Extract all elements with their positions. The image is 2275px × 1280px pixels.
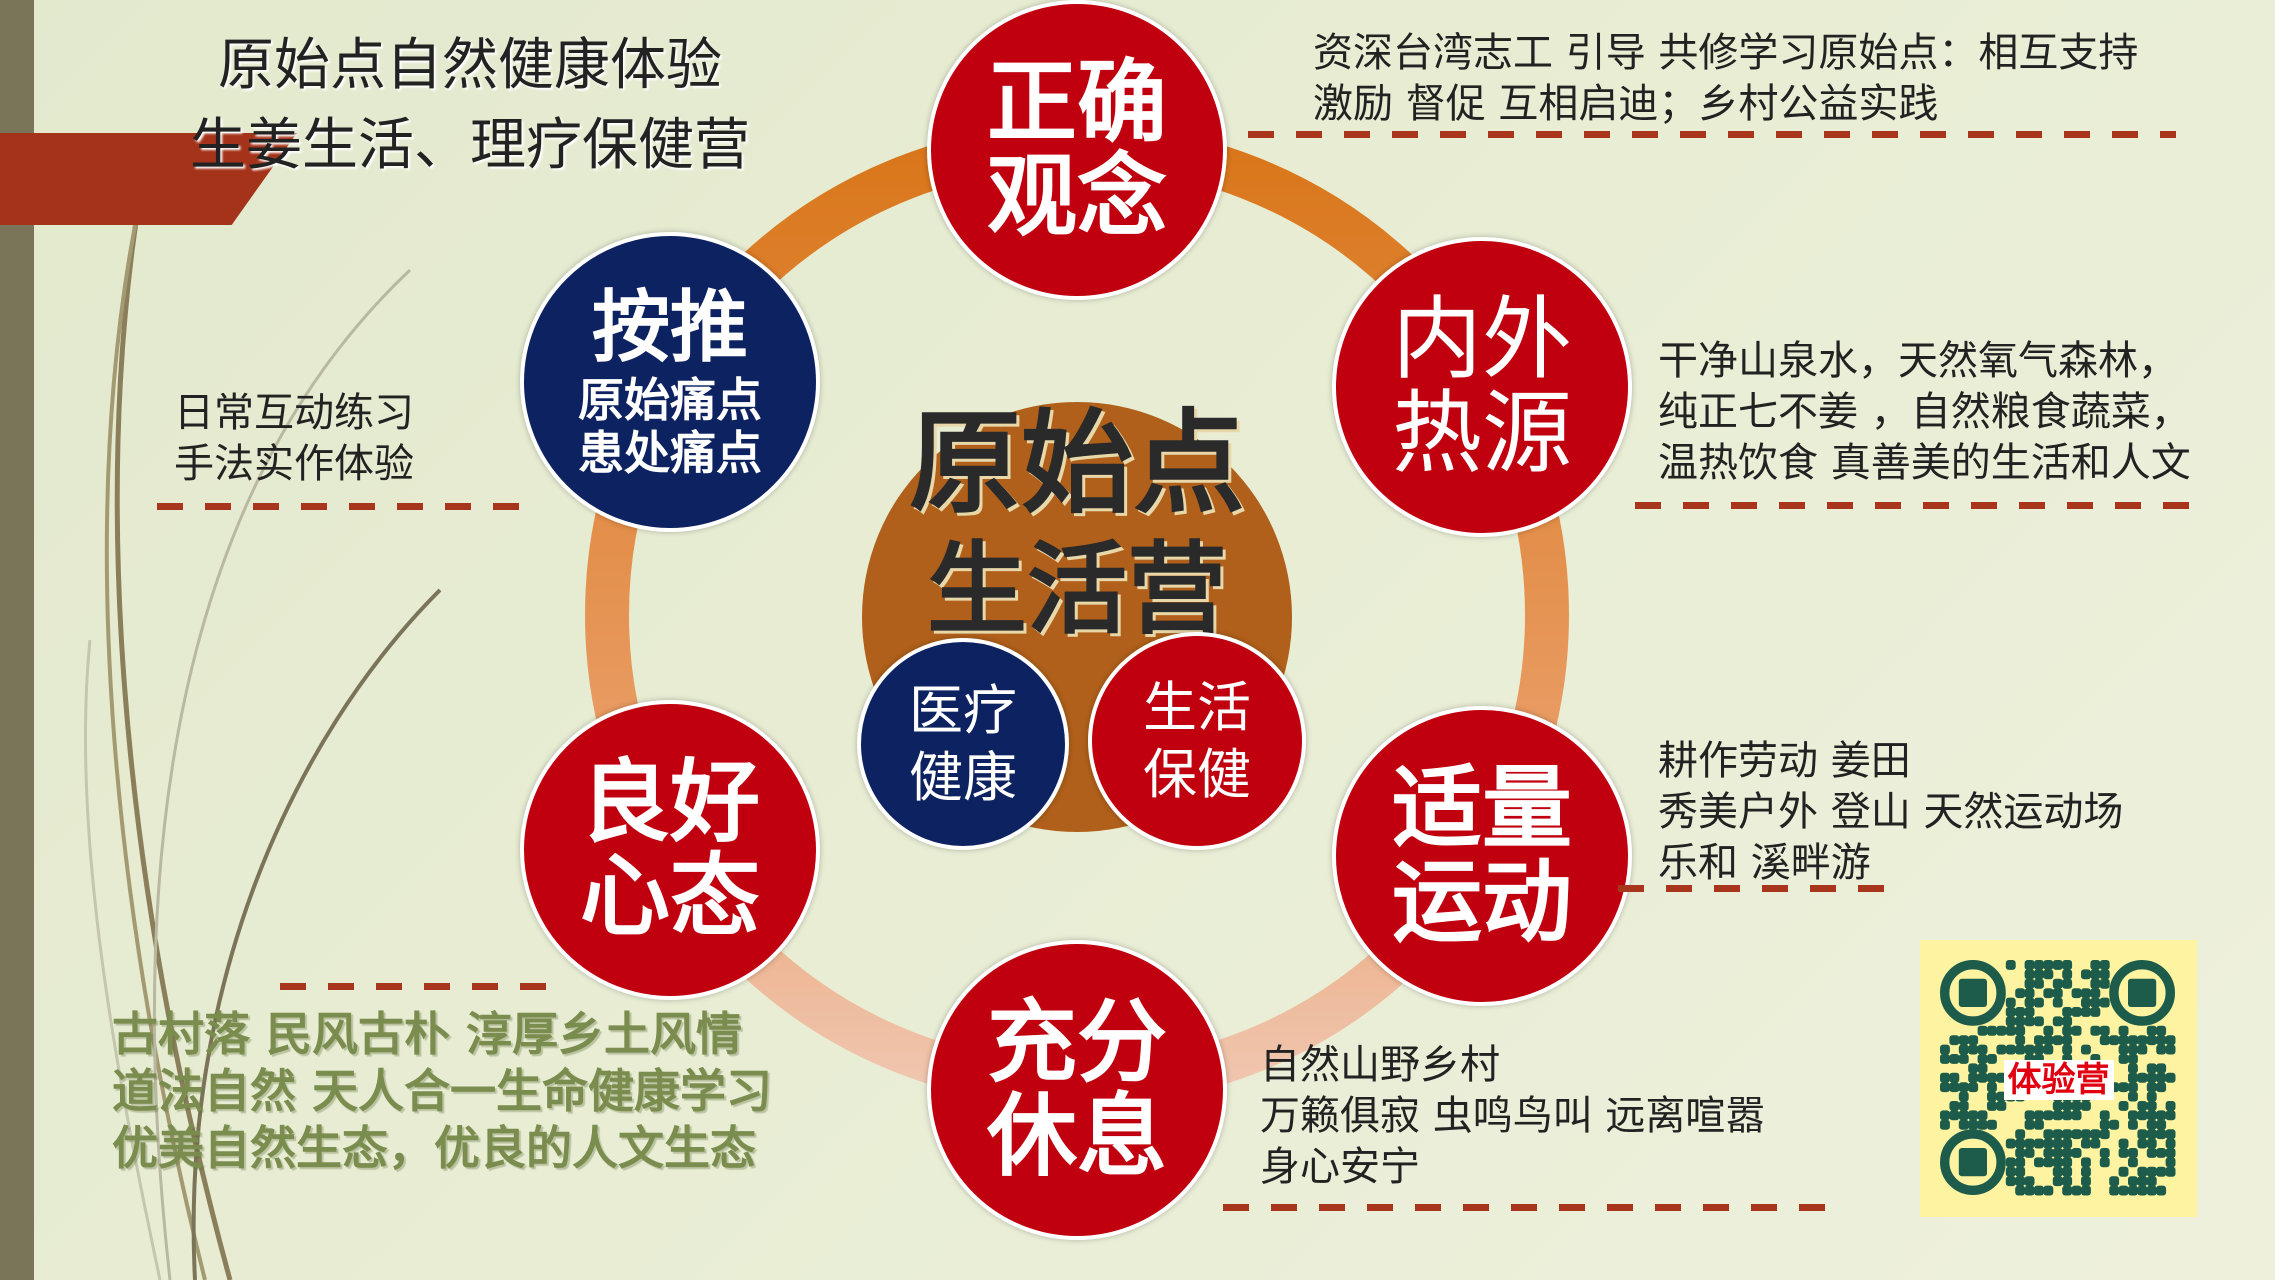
divider	[280, 983, 560, 990]
desc-line: 自然山野乡村	[1260, 1042, 1500, 1088]
divider	[1223, 1204, 1831, 1211]
node-adequate-rest: 充分休息	[927, 940, 1227, 1240]
desc-right-upper: 干净山泉水，天然氧气森林， 纯正七不姜 ，自然粮食蔬菜， 温热饮食 真善美的生活和人…	[1658, 336, 2191, 489]
title-line-2: 生姜生活、理疗保健营	[190, 113, 750, 178]
node-inner-outer-heat: 内外热源	[1332, 237, 1632, 537]
node-massage: 按推 原始痛点 患处痛点	[520, 232, 820, 532]
desc-bottom: 自然山野乡村万籁俱寂 虫鸣鸟叫 远离喧嚣身心安宁	[1260, 1040, 1765, 1193]
node-good-mindset: 良好心态	[520, 700, 820, 1000]
decorative-grass-lines	[83, 140, 442, 1280]
node-label: 内外	[1392, 286, 1572, 392]
desc-top: 资深台湾志工 引导 共修学习原始点：相互支持激励 督促 互相启迪；乡村公益实践	[1313, 28, 2138, 130]
divider	[1248, 131, 2176, 138]
desc-line: 纯正七不姜 ，自然粮食蔬菜，	[1658, 389, 2191, 435]
sub-label: 医疗	[909, 678, 1017, 742]
desc-line: 耕作劳动 姜田	[1658, 738, 1911, 784]
node-label: 充分	[987, 989, 1167, 1095]
center-title: 原始点	[909, 399, 1245, 529]
desc-right-lower: 耕作劳动 姜田秀美户外 登山 天然运动场乐和 溪畔游	[1658, 736, 2123, 889]
node-label: 心态	[580, 844, 760, 949]
desc-line: 手法实作体验	[174, 441, 414, 487]
node-label: 休息	[987, 1084, 1167, 1189]
node-sub-label: 患处痛点	[578, 425, 762, 480]
node-sub-label: 原始痛点	[578, 372, 762, 427]
divider	[1618, 885, 1893, 892]
desc-line: 乐和 溪畔游	[1658, 840, 1871, 886]
node-label: 运动	[1392, 850, 1572, 955]
node-label: 良好	[580, 749, 760, 855]
desc-line: 万籁俱寂 虫鸣鸟叫 远离喧嚣	[1260, 1093, 1766, 1139]
sub-label: 保健	[1143, 743, 1251, 806]
node-label: 适量	[1392, 755, 1572, 861]
desc-line: 日常互动练习	[174, 390, 414, 436]
sub-circle-medical-health: 医疗健康	[857, 638, 1069, 850]
title-line-1: 原始点自然健康体验	[218, 33, 722, 98]
node-label: 正确	[987, 49, 1167, 155]
divider	[157, 503, 537, 510]
node-label: 按推	[591, 283, 748, 374]
node-correct-concept: 正确观念	[927, 0, 1227, 300]
desc-line: 优美自然生态，优良的人文生态	[112, 1121, 756, 1175]
desc-left-lower: 古村落 民风古朴 淳厚乡土风情道法自然 天人合一生命健康学习优美自然生态，优良的…	[112, 1006, 772, 1177]
desc-line: 温热饮食 真善美的生活和人文	[1658, 440, 2191, 486]
desc-line: 古村落 民风古朴 淳厚乡土风情	[112, 1007, 743, 1061]
desc-line: 资深台湾志工 引导 共修学习原始点：相互支持	[1313, 30, 2139, 76]
sub-circle-life-care: 生活保健	[1088, 632, 1306, 850]
desc-line: 干净山泉水，天然氧气森林，	[1658, 338, 2178, 384]
node-label: 观念	[987, 144, 1167, 249]
sub-label: 生活	[1143, 675, 1251, 739]
desc-line: 秀美户外 登山 天然运动场	[1658, 789, 2124, 835]
desc-line: 身心安宁	[1260, 1144, 1420, 1190]
qr-code[interactable]: 体验营	[1920, 940, 2197, 1217]
sub-label: 健康	[909, 746, 1017, 809]
desc-line: 道法自然 天人合一生命健康学习	[112, 1064, 773, 1118]
node-label: 热源	[1392, 381, 1572, 486]
qr-label: 体验营	[2003, 1060, 2114, 1100]
node-moderate-exercise: 适量运动	[1332, 706, 1632, 1006]
center-subtitle: 生活营	[927, 531, 1227, 648]
desc-line: 激励 督促 互相启迪；乡村公益实践	[1313, 81, 1939, 127]
desc-left-upper: 日常互动练习手法实作体验	[174, 388, 414, 490]
divider	[1635, 502, 2198, 509]
qr-label-wrap: 体验营	[1920, 1052, 2197, 1101]
